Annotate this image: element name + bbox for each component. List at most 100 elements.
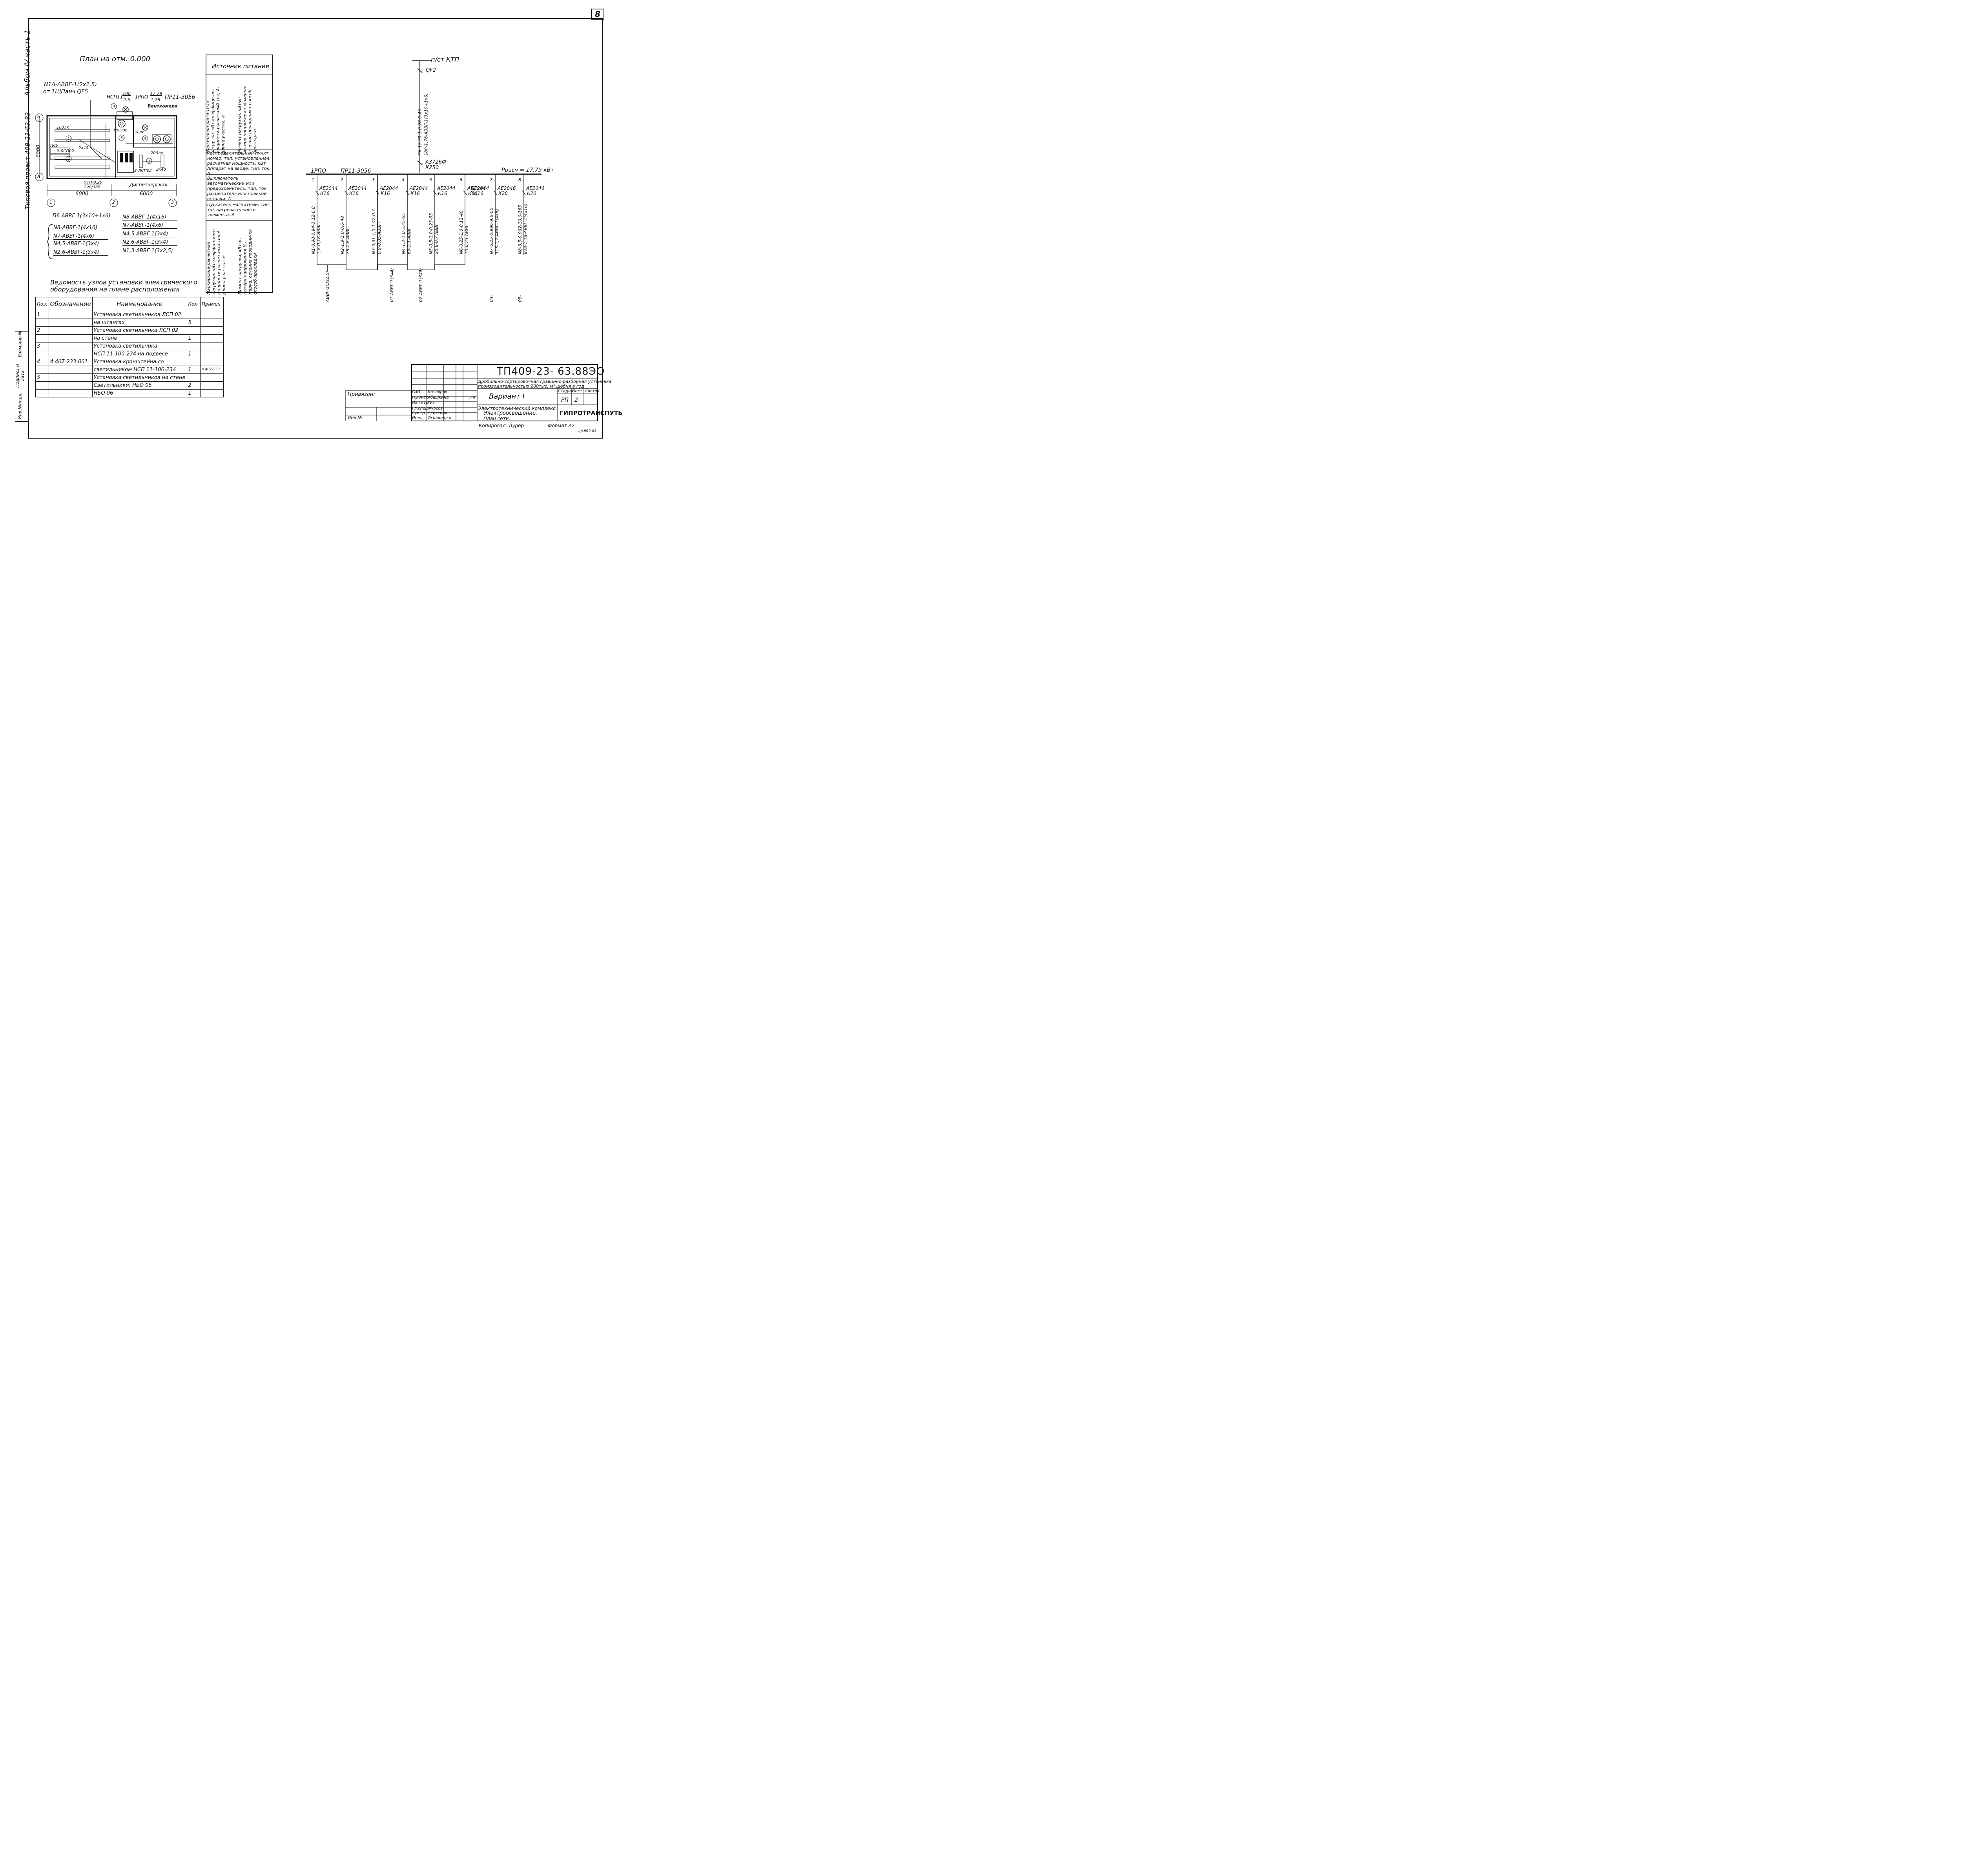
spec-cell-qty: [186, 373, 201, 382]
breaker-symbol: [344, 190, 348, 195]
plan-label-ytp: ЯТП-0,25: [84, 180, 102, 185]
legend-header: Источник питания: [212, 63, 269, 70]
spec-cell-name: Установка светильников на стене: [92, 373, 187, 382]
list-value: 2: [574, 397, 578, 403]
branch-cable-2: 313-1,2-АВВГ-1(4х6): [494, 209, 500, 254]
titleblock-role: Нач.отд.: [412, 401, 430, 405]
spec-cell-name: Установка светильника ЛСП 02: [92, 326, 187, 335]
branch-number: 1: [312, 177, 314, 182]
spec-cell-name: на стене: [92, 334, 187, 342]
dim-span-right: 6000: [140, 191, 153, 197]
breaker-rating: К16: [320, 191, 330, 196]
svg-text:5: 5: [144, 137, 146, 141]
branch-cable-1: N5-0,5-1,0-0,23-65: [429, 213, 434, 254]
titleblock-person: Абашкина: [428, 395, 449, 400]
spec-cell-designation: [48, 366, 93, 374]
spec-cell-designation: [48, 373, 93, 382]
branch-cable-2: 828-1,18-АВВГ-1(4х16): [523, 204, 528, 254]
legend-row-3: Пускатель магнитный: тип ток нагреватель…: [207, 202, 269, 217]
plan-cable-main: П6-АВВГ-1(3х10+1х6): [53, 213, 111, 219]
plan-label-2x40: 2х40: [78, 146, 89, 150]
sheet-title-2: Электроосвещение.: [483, 410, 538, 416]
sheet-title-3: План сети.: [483, 416, 511, 421]
spec-cell-qty: 1: [186, 350, 201, 358]
breaker-spare-rating: К16: [474, 191, 483, 196]
outgoing-cable: 01-АВВГ-1(3х4): [389, 268, 394, 302]
breaker-type: АЕ2044: [437, 186, 455, 191]
plan-label-psu: ПСУ: [50, 144, 58, 148]
spec-head-note: Примеч.: [200, 297, 224, 311]
number-small: н.8: [469, 396, 475, 400]
breaker-rating: К16: [349, 191, 359, 196]
doc-code: ТП409-23- 63.88ЭО: [497, 366, 605, 377]
spec-cell-designation: [48, 334, 93, 342]
titleblock-role: Рук.гр.: [412, 411, 426, 415]
sheet-title-1: Электротехнический комплекс.: [478, 406, 557, 411]
breaker-type: АЕ2044: [409, 186, 428, 191]
outgoing-cable: 02-АВВГ-1(3х4): [418, 268, 423, 302]
legend-row-2: Выключатель автоматический или предохран…: [207, 176, 267, 201]
svg-text:1: 1: [67, 157, 70, 162]
plan-cable-left-4: N2,6-АВВГ-1(3х4): [53, 250, 108, 256]
breaker-type: АЕ2046: [526, 186, 545, 191]
plan-room-disp: Диспетчерская: [129, 182, 168, 188]
plan-label-2x40-right: 2х40: [156, 168, 166, 172]
plan-cable-right-3: N4,5-АВВГ-1(3х4): [122, 231, 177, 237]
spec-cell-note: [200, 311, 224, 319]
legend-box: [206, 55, 273, 293]
qf-label: QF2: [426, 67, 436, 73]
source-label: п/ст КТП: [431, 56, 460, 63]
breaker-symbol-spare: [470, 190, 474, 195]
plan-cable-right-1: N8-АВВГ-1(4х16): [122, 214, 177, 220]
plan-label-lsp: 3-ЛСП02: [57, 149, 74, 153]
spec-cell-note: 4.407-233: [200, 366, 224, 374]
branch-number: 6: [460, 177, 462, 182]
titleblock-role: Гл.спец.: [412, 406, 429, 411]
legend-row-1: Распределительный пункт номер, тип, уста…: [207, 151, 271, 176]
plan-lamp-frac-bottom: 2,5: [123, 97, 130, 102]
spec-title-2: оборудования на плане расположения: [50, 286, 180, 293]
branch-cable-1: N7-6,25-0,996-9,6-50: [489, 208, 494, 254]
titleblock-role: Инж.: [412, 416, 423, 420]
spec-cell-note: [200, 373, 224, 382]
svg-text:5: 5: [120, 136, 123, 140]
cable-brace: [46, 224, 53, 259]
titleblock-person: Огрощенко: [428, 416, 451, 420]
spec-cell-qty: 1: [186, 334, 201, 342]
sheet-number-box: [591, 9, 604, 20]
axis-row-b: Б: [37, 114, 40, 119]
spec-cell-note: [200, 358, 224, 366]
breaker-symbol: [376, 190, 379, 195]
branch-number: 4: [402, 177, 405, 182]
stage-header: Стадия: [558, 389, 573, 393]
branch-cable-1: N4-1,2-1,0-5,45-65: [401, 213, 406, 254]
titleblock-frame: [411, 364, 598, 421]
spec-cell-designation: [48, 389, 93, 397]
breaker-type: АЕ2046: [497, 186, 516, 191]
titleblock-role: ГИП: [412, 390, 420, 394]
plan-label-100lk: 100лк: [57, 126, 69, 130]
doc-descr-1: Дробильно-сортировочная гравийно-разборн…: [478, 379, 612, 384]
spec-head-qty: Кол.: [186, 297, 201, 311]
org-name: ГИПРОТРАНСПУТЬ: [560, 410, 623, 417]
breaker-symbol: [315, 190, 319, 195]
titleblock-role: Н.контр.: [412, 395, 430, 400]
svg-text:1: 1: [148, 159, 150, 164]
corner-label: ор.969-05: [578, 429, 596, 433]
inv-label: Инв.№: [348, 415, 362, 420]
plan-title: План на отм. 0.000: [80, 55, 151, 63]
plan-cable-left-2: N7-АВВГ-1(4х6): [53, 233, 108, 240]
branch-cable-2: 1,8-0,18-АВВГ-: [316, 222, 321, 254]
spec-header-row: Поз. Обозначение Наименование Кол. Приме…: [35, 297, 224, 311]
spec-cell-pos: [35, 350, 49, 358]
outgoing-cable: 05-: [518, 295, 523, 302]
axis-col-1: 1: [49, 200, 52, 205]
spec-cell-note: [200, 319, 224, 327]
titleblock-grid: [345, 364, 598, 421]
branch-cable-1: N3-0,31-1,0-1,42-0,7: [371, 209, 376, 254]
